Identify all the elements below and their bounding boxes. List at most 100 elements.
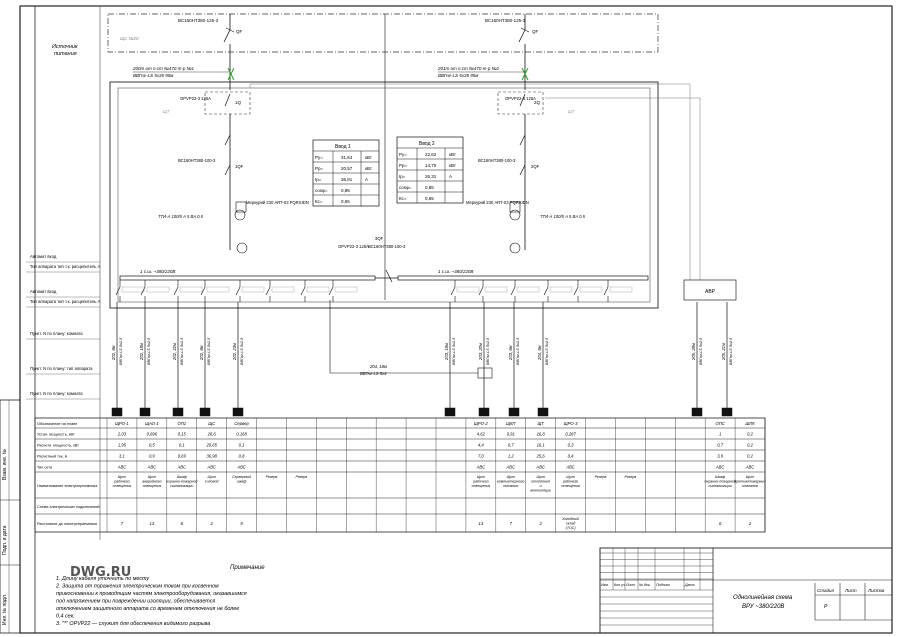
table-cell: Резерв <box>295 475 307 479</box>
stage-value: Р <box>824 604 828 610</box>
svg-text:ВС160НТ380-100-3: ВС160НТ380-100-3 <box>178 158 216 163</box>
table-cell: АВС <box>715 465 725 470</box>
avr-link-right <box>545 97 701 280</box>
feeder-cable-spec: ВВГнг-LS 5х2,5 <box>240 337 244 365</box>
input-title: Ввод 1 <box>335 144 351 150</box>
svg-text:ТТИ-А 100/5 А 5 ВА 0.5: ТТИ-А 100/5 А 5 ВА 0.5 <box>158 214 204 219</box>
input-value: 14,70 <box>425 163 437 168</box>
feeder-breaker <box>235 280 265 302</box>
side-label: Тип аппарата тип т.к. расцепитель А <box>30 299 101 304</box>
table-column: Резерв <box>624 475 636 479</box>
left-bus-label: 1 с.ш. ~380/220В <box>140 269 175 274</box>
source-title: Источник <box>52 44 78 50</box>
svg-text:204, 18м: 204, 18м <box>369 364 387 369</box>
table-cell: 0,287 <box>565 432 576 437</box>
input-value: 26,31 <box>425 174 437 179</box>
table-cell: 0,2 <box>747 454 753 459</box>
table-cell: АВС <box>236 465 246 470</box>
table-cell: 20,65 <box>205 443 217 448</box>
input-key: cosφ= <box>315 188 328 193</box>
feeder-cable-label: 205, 21м <box>721 343 726 361</box>
left-switch-1q: OPVP22-3 125А 1Q ЩТ ВС160НТ380-100-3 1QF… <box>158 91 309 254</box>
input-unit: кВт <box>449 163 456 168</box>
svg-text:ВВГнг-LS 5х4: ВВГнг-LS 5х4 <box>360 371 387 376</box>
input-value: 0,65 <box>341 199 350 204</box>
vru-panel-inner <box>117 87 651 303</box>
margin-label-3: Инв. № подл. <box>2 594 8 625</box>
table-row-label: Расчетный ток, А <box>37 455 68 459</box>
svg-text:ЩТ: ЩТ <box>568 109 575 114</box>
input-value: 20,57 <box>341 166 353 171</box>
table-cell: ЩРО-1 <box>115 421 129 426</box>
stamp-header: Подпись <box>656 583 670 587</box>
table-cell: 1,2 <box>508 454 514 459</box>
input-key: Кс= <box>399 196 407 201</box>
feeder-cable-label: 202, 23м <box>232 343 237 361</box>
stamp-header: Изм. <box>601 583 609 587</box>
feeder-breaker <box>603 280 633 302</box>
input-key: Iр= <box>399 174 406 179</box>
table-cell: 0,69 <box>178 454 187 459</box>
title-block: Стадия Лист Листов Р Однолинейная схема … <box>599 547 893 634</box>
table-cell: ЩКП <box>506 421 516 426</box>
table-cell: 3,1 <box>119 454 125 459</box>
avr-link-left <box>249 83 691 280</box>
table-cell: 2,03 <box>117 432 127 437</box>
table-cell: 0,5 <box>149 443 155 448</box>
table-column: Резерв <box>295 475 307 479</box>
table-cell: 25,6 <box>536 454 546 459</box>
feeder-breaker <box>265 280 295 302</box>
stamp-header: Кол.уч <box>614 583 625 587</box>
table-cell: 3,9 <box>717 454 723 459</box>
table-row-label: Наименование электроприемника <box>37 484 98 488</box>
table-cell: АВС <box>177 465 187 470</box>
side-label: Тип аппарата тип т.к. расцепитель А <box>30 264 101 269</box>
input-value: 0,65 <box>425 196 434 201</box>
table-cell: ЩС <box>208 421 216 426</box>
stamp-header: Лист <box>625 583 635 587</box>
input-value: 0,85 <box>341 188 350 193</box>
table-cell: АВС <box>506 465 516 470</box>
table-cell: 13 <box>150 521 155 526</box>
notes-heading: Примечание <box>230 565 265 571</box>
input-value: 36,81 <box>341 177 353 182</box>
table-row-label: Расчетн. мощность, кВт <box>37 444 79 448</box>
feeder-cable-label: 205, 28м <box>691 343 696 361</box>
table-cell: 0,4 <box>568 454 574 459</box>
link-cable: 204, 18м ВВГнг-LS 5х4 <box>329 300 493 379</box>
right-bus-label: 1 с.ш. ~380/220В <box>438 269 473 274</box>
drawing-frame <box>19 5 893 634</box>
svg-text:201т от п.ст №470 т-р №2: 201т от п.ст №470 т-р №2 <box>437 66 499 71</box>
table-cell: АВС <box>147 465 157 470</box>
table-cell: АВС <box>206 465 216 470</box>
table-cell: 7,0 <box>478 454 484 459</box>
table-cell: 0,2 <box>747 432 753 437</box>
input-key: Рр= <box>399 163 408 168</box>
sectional-breaker: ВС160НТ380-100-3 <box>368 244 406 249</box>
right-switch-2q: OPVP22-3 125А 2Q ЩТ ВС160НТ380-100-3 2QF… <box>466 91 586 254</box>
table-cell: 0,1 <box>179 443 185 448</box>
svg-text:OPVP22-3 125А: OPVP22-3 125А <box>180 96 211 101</box>
dwg-watermark: DWG.RU <box>70 565 131 580</box>
input-key: Ру= <box>315 155 323 160</box>
table-cell: 4,62 <box>477 432 486 437</box>
svg-text:2QF: 2QF <box>531 164 540 169</box>
feeder-cable-spec: ВВГнг-LS 5х2,5 <box>486 337 490 365</box>
sectional-breaker-tag: 3QF <box>375 236 384 241</box>
table-cell: 28,6 <box>207 432 217 437</box>
